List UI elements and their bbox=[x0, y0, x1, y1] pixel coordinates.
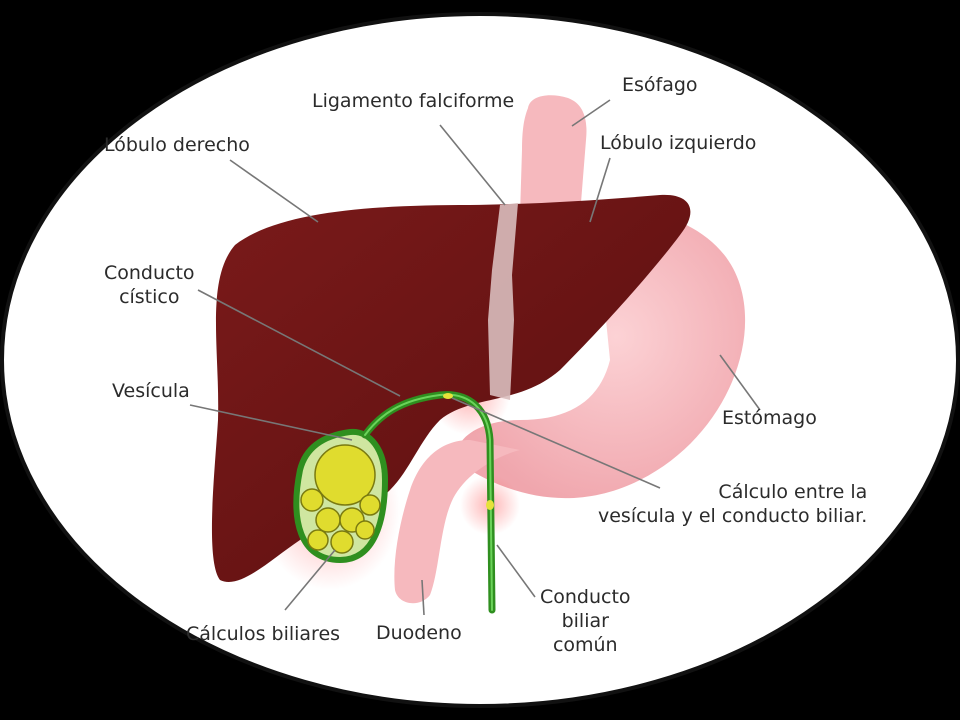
esophagus-shape bbox=[520, 95, 586, 215]
label-estomago: Estómago bbox=[722, 406, 817, 430]
label-vesicula: Vesícula bbox=[112, 379, 190, 403]
duct-stone-lower bbox=[486, 500, 494, 510]
label-conducto-biliar-line3: común bbox=[540, 633, 631, 657]
label-lobulo-derecho: Lóbulo derecho bbox=[104, 133, 250, 157]
label-calculo-line2: vesícula y el conducto biliar. bbox=[598, 504, 867, 528]
label-conducto-biliar-comun: Conducto biliar común bbox=[540, 585, 631, 657]
label-esofago: Esófago bbox=[622, 73, 698, 97]
label-conducto-cistico-line1: Conducto bbox=[104, 261, 195, 285]
label-calculo-entre: Cálculo entre la vesícula y el conducto … bbox=[598, 480, 867, 528]
label-conducto-cistico: Conducto cístico bbox=[104, 261, 195, 309]
label-calculo-line1: Cálculo entre la bbox=[598, 480, 867, 504]
label-calculos-biliares: Cálculos biliares bbox=[186, 622, 340, 646]
label-lobulo-izquierdo: Lóbulo izquierdo bbox=[600, 131, 756, 155]
duct-stone-upper bbox=[443, 393, 453, 399]
label-ligamento-falciforme: Ligamento falciforme bbox=[312, 89, 514, 113]
label-duodeno: Duodeno bbox=[376, 621, 462, 645]
label-conducto-biliar-line1: Conducto bbox=[540, 585, 631, 609]
label-conducto-biliar-line2: biliar bbox=[540, 609, 631, 633]
label-conducto-cistico-line2: cístico bbox=[104, 285, 195, 309]
